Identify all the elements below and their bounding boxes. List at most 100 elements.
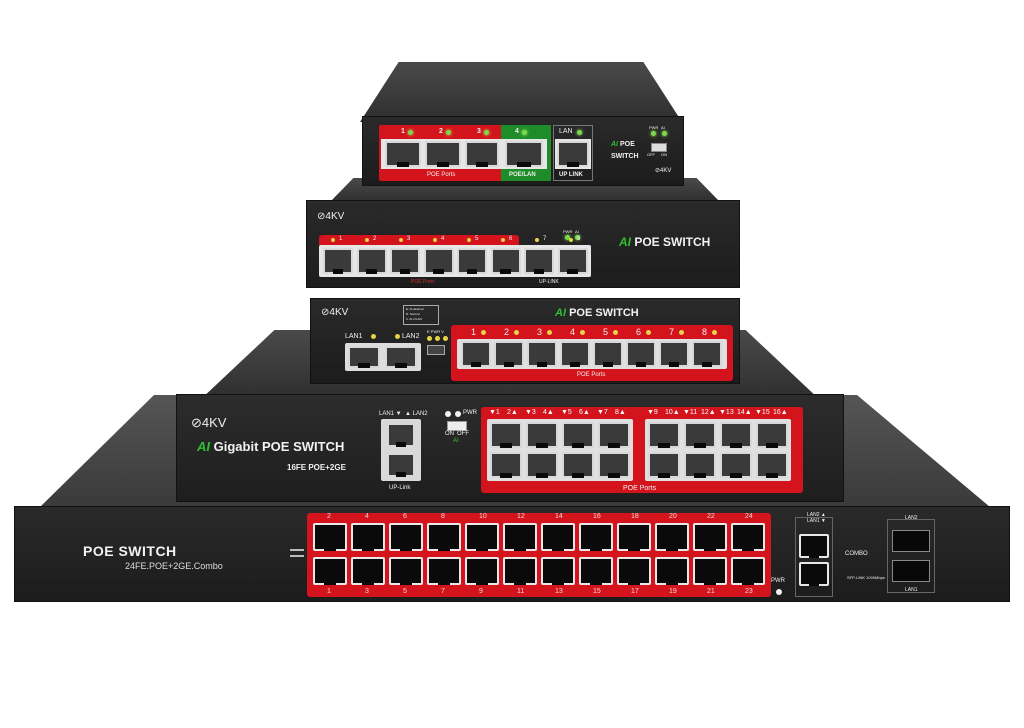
unit3-mode-switch[interactable] bbox=[427, 345, 445, 355]
unit2-port[interactable] bbox=[457, 248, 487, 274]
unit5-port[interactable] bbox=[693, 557, 727, 585]
unit2-port[interactable] bbox=[490, 248, 521, 274]
unit4-port[interactable] bbox=[526, 422, 558, 448]
unit4-switch[interactable] bbox=[447, 421, 467, 431]
unit5-port[interactable] bbox=[617, 523, 651, 551]
unit1-lan-port[interactable] bbox=[557, 141, 589, 167]
unit5-port[interactable] bbox=[389, 523, 423, 551]
unit5-port[interactable] bbox=[731, 523, 765, 551]
unit3-mode-led-2 bbox=[435, 336, 440, 341]
unit1-port-3[interactable] bbox=[465, 141, 499, 167]
unit4-port[interactable] bbox=[648, 452, 680, 478]
unit3-port-led bbox=[580, 330, 585, 335]
unit2-port-num: 2 bbox=[373, 236, 377, 242]
unit1-front-panel: 1 2 3 4 LAN POE Ports POE/LAN UP LINK AI… bbox=[362, 116, 684, 186]
unit4-port[interactable] bbox=[756, 452, 788, 478]
unit4-port[interactable] bbox=[684, 452, 716, 478]
unit4-port[interactable] bbox=[562, 452, 594, 478]
unit2-port[interactable] bbox=[524, 248, 554, 274]
unit3-port[interactable] bbox=[461, 341, 491, 367]
unit2-port[interactable] bbox=[356, 248, 387, 274]
unit4-port[interactable] bbox=[490, 422, 522, 448]
unit1-pwr-led bbox=[651, 131, 656, 136]
unit4-port[interactable] bbox=[684, 422, 716, 448]
unit5-port[interactable] bbox=[389, 557, 423, 585]
unit4-port[interactable] bbox=[756, 422, 788, 448]
unit5-bottom-num: 1 bbox=[327, 588, 331, 595]
unit2-port[interactable] bbox=[390, 248, 420, 274]
unit1-port-4[interactable] bbox=[505, 141, 543, 167]
unit1-brand-2: SWITCH bbox=[611, 153, 639, 160]
unit4-port[interactable] bbox=[720, 422, 752, 448]
unit3-port[interactable] bbox=[692, 341, 722, 367]
unit2-port-led bbox=[365, 238, 369, 242]
unit2-port[interactable] bbox=[557, 248, 588, 274]
unit5-port[interactable] bbox=[503, 523, 537, 551]
unit5-top-num: 2 bbox=[327, 513, 331, 520]
unit4-port[interactable] bbox=[598, 422, 630, 448]
unit1-on-label: ON bbox=[661, 152, 667, 157]
unit4-on-label: ON bbox=[445, 431, 454, 437]
unit5-bottom-num: 15 bbox=[593, 588, 601, 595]
unit5-port[interactable] bbox=[617, 557, 651, 585]
unit5-port[interactable] bbox=[313, 557, 347, 585]
unit1-pwr-label: PWR bbox=[649, 125, 659, 130]
unit3-port[interactable] bbox=[593, 341, 623, 367]
unit5-port[interactable] bbox=[579, 557, 613, 585]
unit4-lan1-port[interactable] bbox=[387, 423, 415, 447]
unit3-port[interactable] bbox=[494, 341, 524, 367]
unit5-port[interactable] bbox=[655, 523, 689, 551]
unit5-port[interactable] bbox=[465, 557, 499, 585]
unit5-port[interactable] bbox=[693, 523, 727, 551]
unit1-port-1[interactable] bbox=[385, 141, 421, 167]
unit3-port[interactable] bbox=[626, 341, 656, 367]
unit5-port[interactable] bbox=[351, 557, 385, 585]
unit3-lan2-port[interactable] bbox=[385, 346, 417, 368]
unit5-top-num: 22 bbox=[707, 513, 715, 520]
unit2-port[interactable] bbox=[423, 248, 454, 274]
unit5-port[interactable] bbox=[655, 557, 689, 585]
unit5-port[interactable] bbox=[313, 523, 347, 551]
unit4-port[interactable] bbox=[562, 422, 594, 448]
unit5-port[interactable] bbox=[579, 523, 613, 551]
unit5-port[interactable] bbox=[427, 523, 461, 551]
unit3-port[interactable] bbox=[560, 341, 590, 367]
unit5-port[interactable] bbox=[503, 557, 537, 585]
unit4-port[interactable] bbox=[720, 452, 752, 478]
unit5-port[interactable] bbox=[427, 557, 461, 585]
unit4-uplink-block bbox=[381, 419, 421, 481]
unit5-bottom-num: 3 bbox=[365, 588, 369, 595]
unit5-lan2-port[interactable] bbox=[799, 534, 829, 558]
unit3-mode-led-3 bbox=[443, 336, 448, 341]
unit5-top-num: 10 bbox=[479, 513, 487, 520]
unit5-top-num: 24 bbox=[745, 513, 753, 520]
unit3-port-led bbox=[679, 330, 684, 335]
unit1-port-2[interactable] bbox=[425, 141, 461, 167]
unit5-sfp-slot-1[interactable] bbox=[892, 560, 930, 582]
unit4-lan2-port[interactable] bbox=[387, 453, 415, 477]
unit3-port-num: 8 bbox=[702, 327, 708, 337]
unit5-port[interactable] bbox=[465, 523, 499, 551]
unit5-lan1-port[interactable] bbox=[799, 562, 829, 586]
unit5-port[interactable] bbox=[541, 523, 575, 551]
unit3-port[interactable] bbox=[527, 341, 557, 367]
unit5-sfp-slot-2[interactable] bbox=[892, 530, 930, 552]
unit4-port-num: 10▲ bbox=[665, 409, 680, 416]
unit5-port[interactable] bbox=[731, 557, 765, 585]
unit2-port[interactable] bbox=[323, 248, 353, 274]
unit4-port[interactable] bbox=[648, 422, 680, 448]
unit2-brand: AI POE SWITCH bbox=[619, 235, 711, 249]
unit1-uplink-label: UP LINK bbox=[559, 172, 583, 178]
unit4-port[interactable] bbox=[598, 452, 630, 478]
unit3-lan1-port[interactable] bbox=[348, 346, 380, 368]
unit5-pwr-led bbox=[776, 589, 782, 595]
unit5-port[interactable] bbox=[541, 557, 575, 585]
unit5-port[interactable] bbox=[351, 523, 385, 551]
unit4-port[interactable] bbox=[526, 452, 558, 478]
unit3-brand: AI POE SWITCH bbox=[555, 307, 639, 319]
unit3-port[interactable] bbox=[659, 341, 689, 367]
unit4-port-group-1 bbox=[487, 419, 633, 481]
unit1-switch[interactable] bbox=[651, 143, 667, 152]
unit4-port[interactable] bbox=[490, 452, 522, 478]
